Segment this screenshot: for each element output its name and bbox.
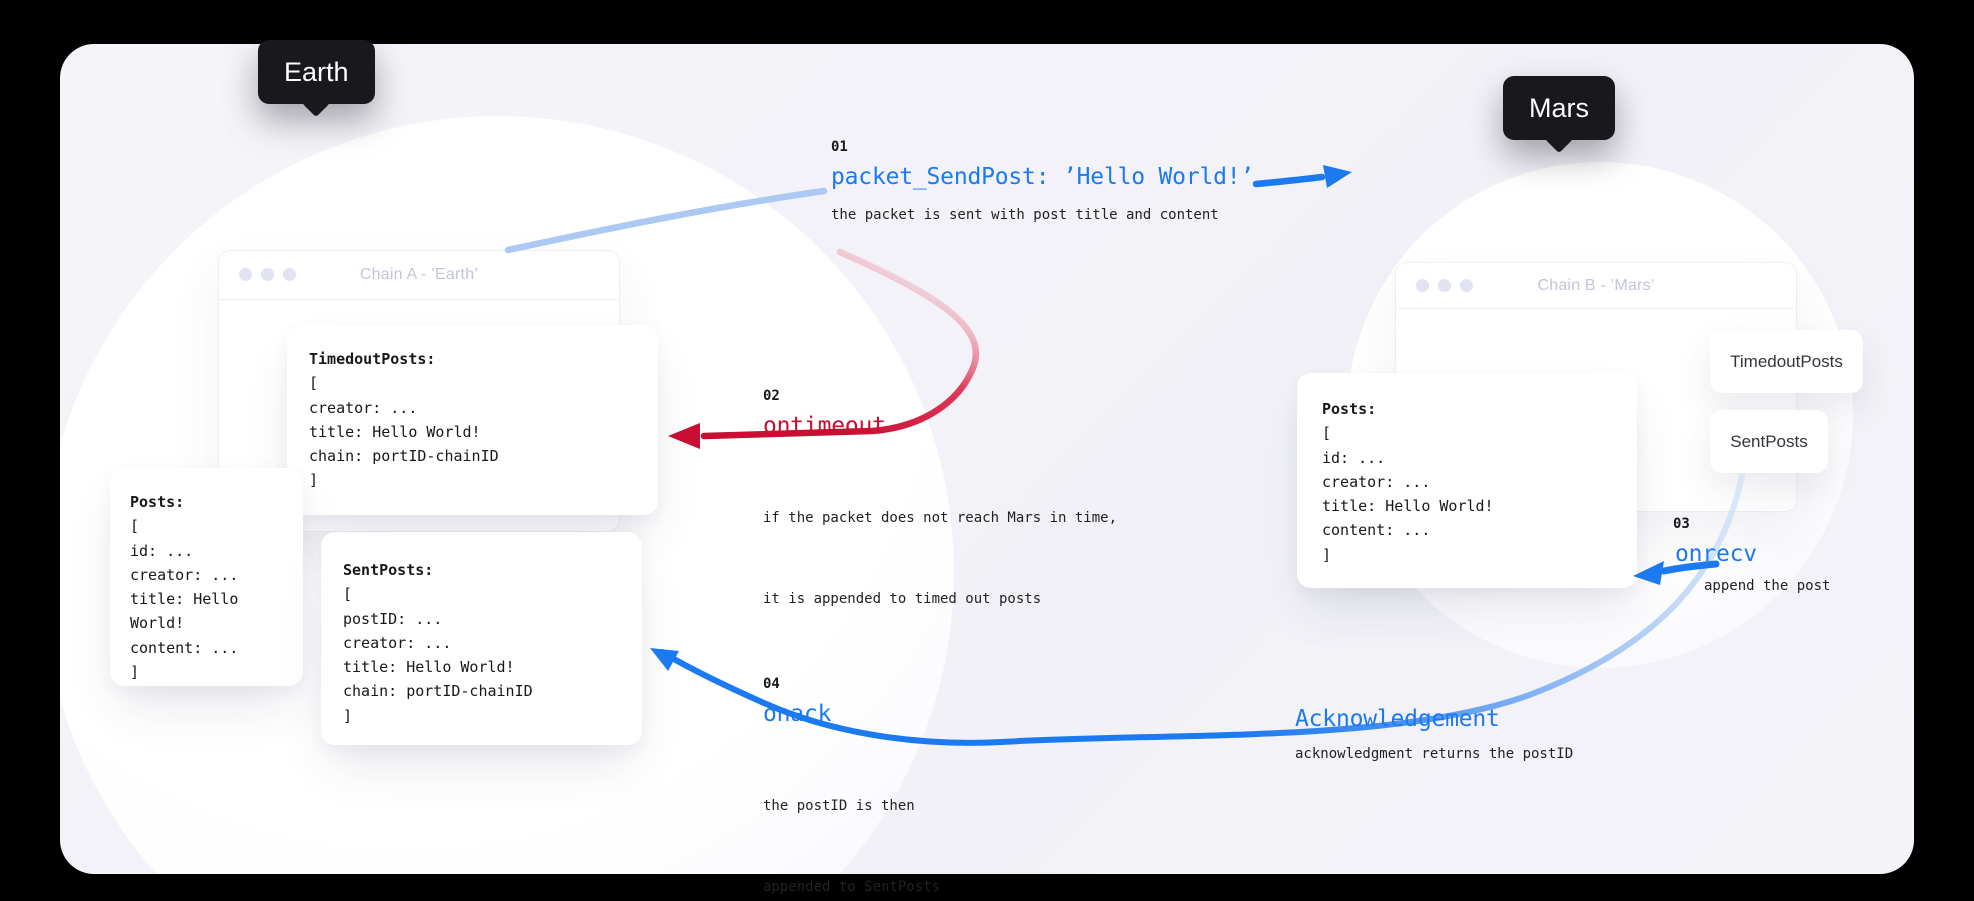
card-line: chain: portID-chainID [309,447,499,466]
card-line: title: Hello World! [130,590,239,633]
sent-posts-card-earth: SentPosts: [ postID: ... creator: ... ti… [321,532,642,745]
card-line: id: ... [1322,448,1386,467]
card-line: postID: ... [343,609,443,628]
chain-a-titlebar: Chain A - ’Earth’ [219,251,619,300]
step-01: 01 packet_SendPost: ’Hello World!’ the p… [831,139,1254,229]
window-dot-icon [1460,279,1473,292]
step-03-label: onrecv [1675,541,1757,567]
step-02-label: ontimeout [763,413,886,439]
card-line: ] [343,706,353,725]
chain-a-title: Chain A - ’Earth’ [359,266,479,283]
card-line: content: ... [1322,521,1431,540]
acknowledgement-label: Acknowledgement [1295,706,1500,732]
timedout-posts-card-earth: TimedoutPosts: [ creator: ... title: Hel… [287,325,658,515]
window-dot-icon [1416,279,1429,292]
caption-line: the postID is then [763,798,915,814]
step-number: 04 [763,676,780,692]
card-title: SentPosts: [343,561,434,579]
step-01-caption: the packet is sent with post title and c… [831,207,1219,223]
step-number: 02 [763,388,780,404]
window-controls-icon [1416,279,1473,292]
card-line: title: Hello World! [343,658,515,677]
earth-tooltip-label: Earth [284,56,349,87]
chip-label: SentPosts [1730,431,1808,451]
chip-label: TimedoutPosts [1730,351,1843,371]
acknowledgement-caption: acknowledgment returns the postID [1295,746,1574,762]
card-line: id: ... [130,541,194,560]
card-line: creator: ... [343,633,452,652]
card-line: [ [343,585,353,604]
timedout-posts-chip-mars: TimedoutPosts [1710,330,1863,393]
mars-tooltip: Mars [1503,76,1615,140]
window-dot-icon [261,268,274,281]
card-line: [ [1322,424,1332,443]
caption-line: appended to SentPosts [763,879,941,895]
window-controls-icon [239,268,296,281]
acknowledgement-annotation: Acknowledgement acknowledgment returns t… [1295,706,1573,768]
card-title: TimedoutPosts: [309,350,436,368]
posts-card-earth: Posts: [ id: ... creator: ... title: Hel… [110,468,303,686]
step-04: 04 onack the postID is then appended to … [763,676,940,901]
window-dot-icon [239,268,252,281]
card-line: chain: portID-chainID [343,682,533,701]
chain-b-titlebar: Chain B - ’Mars’ [1396,263,1796,309]
card-line: ] [1322,545,1332,564]
posts-card-mars: Posts: [ id: ... creator: ... title: Hel… [1297,373,1637,588]
card-line: title: Hello World! [1322,497,1494,516]
mars-tooltip-label: Mars [1529,92,1589,123]
step-02: 02 ontimeout if the packet does not reac… [763,388,1117,667]
card-line: creator: ... [1322,472,1431,491]
caption-line: it is appended to timed out posts [763,591,1042,607]
earth-tooltip: Earth [258,40,375,104]
step-number: 03 [1673,516,1690,532]
sent-posts-chip-mars: SentPosts [1710,410,1828,473]
window-dot-icon [283,268,296,281]
card-line: [ [130,517,140,536]
step-number: 01 [831,139,848,155]
card-line: creator: ... [309,398,418,417]
step-03: 03 onrecv append the post [1668,516,1830,600]
chain-b-title: Chain B - ’Mars’ [1537,277,1655,294]
step-04-label: onack [763,701,832,727]
window-dot-icon [1438,279,1451,292]
step-03-caption: append the post [1704,578,1831,594]
step-04-caption: the postID is then appended to SentPosts [763,739,940,901]
card-line: content: ... [130,638,239,657]
card-line: creator: ... [130,565,239,584]
card-line: title: Hello World! [309,422,481,441]
caption-line: if the packet does not reach Mars in tim… [763,510,1118,526]
step-02-caption: if the packet does not reach Mars in tim… [763,451,1117,667]
step-01-label: packet_SendPost: ’Hello World!’ [831,164,1255,190]
card-line: ] [130,663,140,682]
card-line: ] [309,471,319,490]
card-title: Posts: [1322,400,1377,418]
card-title: Posts: [130,493,185,511]
card-line: [ [309,374,319,393]
